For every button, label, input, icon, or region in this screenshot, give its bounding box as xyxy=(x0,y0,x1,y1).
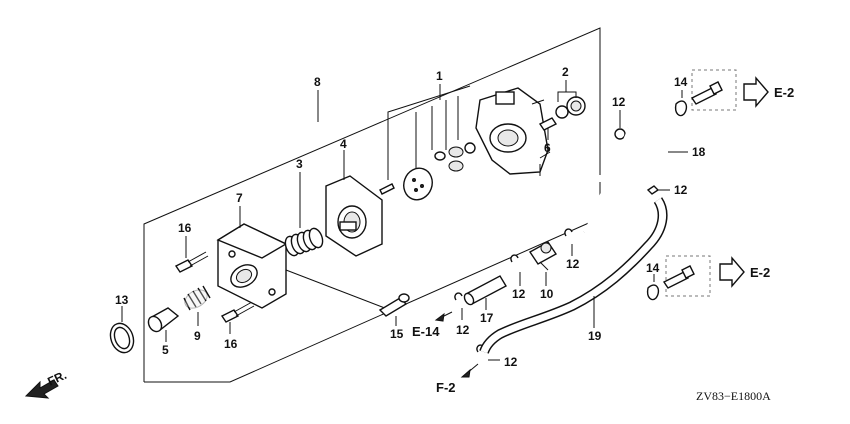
ref-e14: E-14 xyxy=(412,324,440,339)
clip-12-b xyxy=(646,185,670,195)
front-arrow-icon xyxy=(24,379,59,399)
valve-disk xyxy=(403,167,433,201)
label-part-12-d: 12 xyxy=(512,287,526,301)
small-valves xyxy=(434,142,476,172)
label-part-16-upper: 16 xyxy=(178,221,192,235)
clamp-14-bottom xyxy=(646,255,711,301)
label-part-4: 4 xyxy=(340,137,347,151)
label-part-1: 1 xyxy=(436,69,443,83)
label-part-12-c: 12 xyxy=(566,257,580,271)
ref-e2-bottom: E-2 xyxy=(750,265,770,280)
label-part-17: 17 xyxy=(480,311,494,325)
arrow-e2-bottom xyxy=(719,256,745,288)
diagram-code: ZV83−E1800A xyxy=(696,389,771,403)
label-part-13: 13 xyxy=(115,293,129,307)
clip-12-e xyxy=(454,292,463,320)
ref-f2: F-2 xyxy=(436,380,456,395)
arrow-f2 xyxy=(460,363,479,378)
o-ring-13 xyxy=(109,306,135,354)
label-part-7: 7 xyxy=(236,191,243,205)
ref-e2-top: E-2 xyxy=(774,85,794,100)
label-part-16-lower: 16 xyxy=(224,337,238,351)
screw-15 xyxy=(378,293,410,326)
label-part-12-b: 12 xyxy=(674,183,688,197)
label-part-6: 6 xyxy=(544,141,551,155)
label-part-14-bottom: 14 xyxy=(646,261,660,275)
pump-body xyxy=(475,87,551,176)
spring-9 xyxy=(183,285,211,326)
clamp-14-top xyxy=(674,69,737,117)
bolt-16-lower xyxy=(220,301,255,334)
label-part-14-top: 14 xyxy=(674,75,688,89)
label-part-9: 9 xyxy=(194,329,201,343)
arrow-e14 xyxy=(434,311,453,322)
plug-5 xyxy=(147,307,180,342)
clip-12-c xyxy=(564,228,573,256)
clip-12-a xyxy=(614,110,626,140)
label-part-3: 3 xyxy=(296,157,303,171)
label-part-2: 2 xyxy=(562,65,569,79)
label-part-12-f: 12 xyxy=(504,355,518,369)
label-part-19: 19 xyxy=(588,329,602,343)
label-part-5: 5 xyxy=(162,343,169,357)
hose-19 xyxy=(479,197,668,354)
bolt-6 xyxy=(538,117,558,140)
part-1-leaders xyxy=(387,84,471,180)
label-part-8: 8 xyxy=(314,75,321,89)
diaphragm-4 xyxy=(325,150,383,257)
screw-small xyxy=(379,183,395,195)
label-part-12-a: 12 xyxy=(612,95,626,109)
front-label: FR. xyxy=(45,368,68,389)
fitting-10 xyxy=(528,241,558,286)
spring-3 xyxy=(284,172,324,257)
label-part-15: 15 xyxy=(390,327,404,341)
bolt-16-upper xyxy=(174,236,209,273)
tube-17 xyxy=(463,275,507,310)
label-part-10: 10 xyxy=(540,287,554,301)
label-part-12-e: 12 xyxy=(456,323,470,337)
fitting-2 xyxy=(555,80,586,119)
hose-18 xyxy=(582,124,688,236)
clip-12-d xyxy=(510,254,521,286)
label-part-18: 18 xyxy=(692,145,706,159)
arrow-e2-top xyxy=(743,76,769,108)
pump-cover-7 xyxy=(216,206,391,311)
